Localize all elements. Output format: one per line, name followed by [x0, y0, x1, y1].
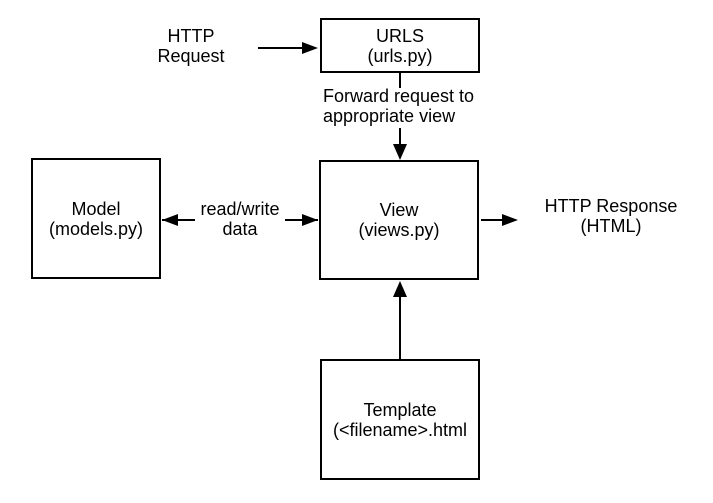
forward-request-label: Forward request to appropriate view — [323, 86, 493, 126]
http-response-label-line2: (HTML) — [580, 216, 642, 236]
view-node: View (views.py) — [319, 160, 479, 280]
arrow-urls-to-view-line-lower — [399, 128, 401, 145]
arrowhead-right-icon — [302, 42, 318, 54]
view-node-title: View — [379, 200, 419, 220]
read-write-data-label-line1: read/write — [200, 199, 280, 219]
http-response-label: HTTP Response (HTML) — [528, 196, 694, 236]
urls-node-subtitle: (urls.py) — [367, 45, 433, 66]
arrowhead-right-icon — [502, 214, 518, 226]
arrow-template-to-view-line — [399, 297, 401, 359]
read-write-data-label-line2: data — [222, 219, 258, 239]
http-response-label-line1: HTTP Response — [544, 196, 678, 216]
forward-request-label-line1: Forward request to — [323, 86, 475, 106]
arrowhead-up-icon — [393, 281, 407, 297]
model-node: Model (models.py) — [31, 158, 161, 279]
arrowhead-right-icon — [302, 214, 318, 226]
arrow-view-to-response-line — [481, 219, 503, 221]
model-node-subtitle: (models.py) — [48, 218, 144, 239]
http-request-label-line1: HTTP — [167, 26, 215, 46]
forward-request-label-line2: appropriate view — [323, 106, 456, 126]
template-node-subtitle: (<filename>.html — [332, 419, 468, 440]
arrowhead-left-icon — [162, 214, 178, 226]
template-node: Template (<filename>.html — [320, 359, 480, 480]
arrowhead-down-icon — [393, 144, 407, 160]
arrow-request-to-urls-line — [258, 47, 304, 49]
template-node-title: Template — [363, 399, 437, 420]
arrow-urls-to-view-line-upper — [399, 73, 401, 88]
read-write-data-label: read/write data — [195, 199, 285, 239]
urls-node: URLS (urls.py) — [320, 18, 480, 73]
urls-node-title: URLS — [375, 25, 424, 46]
model-node-title: Model — [71, 198, 121, 219]
http-request-label-line2: Request — [157, 46, 225, 66]
view-node-subtitle: (views.py) — [358, 220, 440, 240]
http-request-label: HTTP Request — [146, 26, 236, 66]
